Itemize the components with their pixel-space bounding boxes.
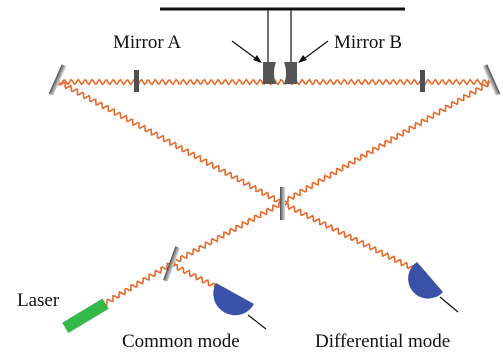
beam-laser-to-splitter [103, 262, 173, 307]
mirror-b-label: Mirror B [334, 32, 403, 53]
mirror-a-label: Mirror A [113, 32, 182, 53]
mirror-a-arrow [231, 40, 262, 63]
photodetector-icon [213, 283, 267, 330]
beam-splitter-icon [162, 246, 181, 282]
photodetector-icon [408, 262, 459, 313]
mirror-a-icon [263, 62, 276, 84]
mirror-icon [48, 64, 67, 96]
beam-left-to-right-top [58, 78, 492, 86]
mirror-icon [482, 64, 501, 96]
laser-beams [58, 78, 492, 307]
mirror-b-arrow [298, 40, 329, 63]
window-center-icon [280, 187, 285, 220]
laser-icon [62, 298, 109, 333]
mirror-b-icon [284, 62, 297, 84]
laser-label: Laser [17, 290, 60, 311]
beam-to-differential-detector [281, 202, 428, 279]
window-right-icon [420, 70, 425, 92]
common-mode-label: Common mode [122, 331, 240, 352]
window-left-icon [134, 70, 139, 92]
beam-right-diagonal [281, 79, 492, 204]
differential-mode-label: Differential mode [315, 331, 451, 352]
beam-center-to-splitter [169, 200, 283, 266]
beam-left-diagonal [58, 81, 282, 206]
